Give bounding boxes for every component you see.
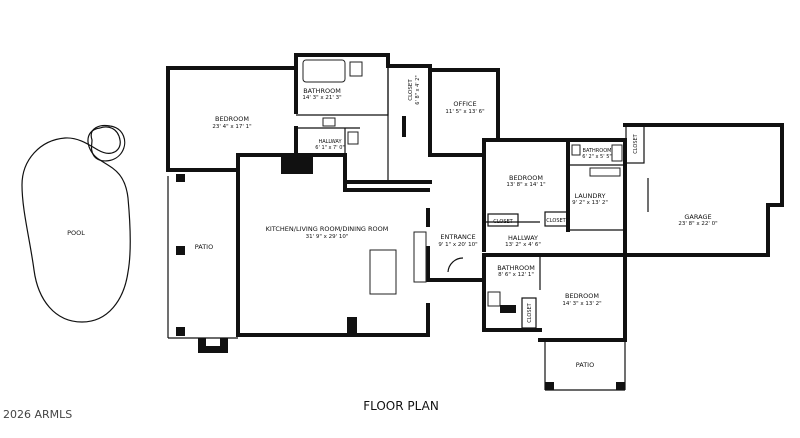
sink-icon	[322, 117, 336, 127]
bedroom-1-label: BEDROOM	[215, 115, 249, 123]
spa-outline	[90, 124, 126, 162]
bedroom-2-label: BEDROOM	[509, 174, 543, 182]
closet-5: CLOSET	[625, 124, 645, 164]
bathroom-3-label: BATHROOM	[497, 264, 535, 272]
closet-1-size: 6' 8" x 4' 2"	[415, 75, 421, 104]
entrance-label: ENTRANCE	[440, 233, 475, 241]
pool-label: POOL	[67, 229, 85, 237]
bathroom-1-size: 14' 3" x 21' 3"	[302, 95, 341, 101]
closet-4: CLOSET	[521, 297, 537, 329]
kitchen-island	[369, 249, 397, 295]
entrance: ENTRANCE 9' 1" x 20' 10"	[428, 208, 486, 282]
office-size: 11' 5" x 13' 6"	[445, 109, 484, 115]
pool-outline	[21, 126, 131, 323]
closet-2: CLOSET	[487, 213, 519, 227]
closet-1: CLOSET 6' 8" x 4' 2"	[343, 64, 432, 184]
plan-title: FLOOR PLAN	[363, 399, 439, 413]
hallway-2: HALLWAY 13' 2" x 4' 6"	[482, 234, 627, 257]
bedroom-3: BEDROOM 14' 3" x 13' 2"	[538, 253, 627, 342]
bedroom-3-label: BEDROOM	[565, 292, 599, 300]
counter	[413, 231, 427, 283]
closet-5-label: CLOSET	[633, 133, 639, 153]
bathroom-1-label: BATHROOM	[303, 87, 341, 95]
closet-2-label: CLOSET	[493, 219, 513, 225]
shower-icon	[611, 144, 623, 162]
master-bedroom: BEDROOM 23' 4" x 17' 1"	[166, 53, 390, 172]
patio-south-label: PATIO	[576, 361, 594, 369]
bathroom-2-label: BATHROOM	[583, 148, 612, 154]
bedroom-2: BEDROOM 13' 8" x 14' 1"	[482, 138, 570, 232]
patio-south: PATIO	[544, 340, 626, 391]
bedroom-2-size: 13' 8" x 14' 1"	[506, 182, 545, 188]
toilet-icon	[347, 131, 359, 145]
bathroom-3: BATHROOM 8' 6" x 12' 1"	[482, 253, 542, 332]
entrance-size: 9' 1" x 20' 10"	[438, 242, 477, 248]
toilet-icon	[349, 61, 363, 77]
kitchen-label: KITCHEN/LIVING ROOM/DINING ROOM	[266, 225, 389, 233]
bathroom-2: BATHROOM 6' 2" x 5' 5"	[566, 138, 627, 172]
laundry: LAUNDRY 9' 2" x 13' 2"	[568, 167, 627, 254]
copyright: 2026 ARMLS	[3, 408, 72, 421]
master-bathroom: BATHROOM 14' 3" x 21' 3"	[296, 59, 389, 145]
kitchen-living-dining: KITCHEN/LIVING ROOM/DINING ROOM 31' 9" x…	[236, 153, 430, 337]
office: OFFICE 11' 5" x 13' 6"	[402, 68, 500, 157]
closet-3: CLOSET	[544, 211, 568, 227]
toilet-icon	[571, 144, 581, 156]
hallway-1-size: 6' 1" x 7' 0"	[315, 145, 344, 151]
patio-west-label: PATIO	[195, 243, 213, 251]
hallway-1-label: HALLWAY	[318, 139, 342, 145]
bathroom-3-size: 8' 6" x 12' 1"	[498, 272, 534, 278]
kitchen-size: 31' 9" x 29' 10"	[306, 234, 349, 240]
laundry-size: 9' 2" x 13' 2"	[572, 200, 608, 206]
closet-3-label: CLOSET	[546, 218, 566, 224]
counter	[589, 167, 621, 177]
patio-west: PATIO	[167, 174, 238, 339]
closet-1-label: CLOSET	[408, 79, 414, 101]
hallway-2-size: 13' 2" x 4' 6"	[505, 242, 541, 248]
bedroom-3-size: 14' 3" x 13' 2"	[562, 301, 601, 307]
hallway-2-label: HALLWAY	[508, 234, 538, 242]
fireplace-exterior	[198, 338, 228, 353]
bathroom-2-size: 6' 2" x 5' 5"	[582, 154, 611, 160]
garage: GARAGE 23' 8" x 22' 0"	[623, 123, 784, 257]
office-label: OFFICE	[453, 100, 476, 108]
laundry-label: LAUNDRY	[575, 192, 606, 200]
toilet-icon	[487, 291, 501, 307]
closet-4-label: CLOSET	[527, 302, 533, 322]
garage-label: GARAGE	[684, 213, 711, 221]
garage-size: 23' 8" x 22' 0"	[678, 221, 717, 227]
bathtub-icon	[302, 59, 346, 83]
bedroom-1-size: 23' 4" x 17' 1"	[212, 124, 251, 130]
